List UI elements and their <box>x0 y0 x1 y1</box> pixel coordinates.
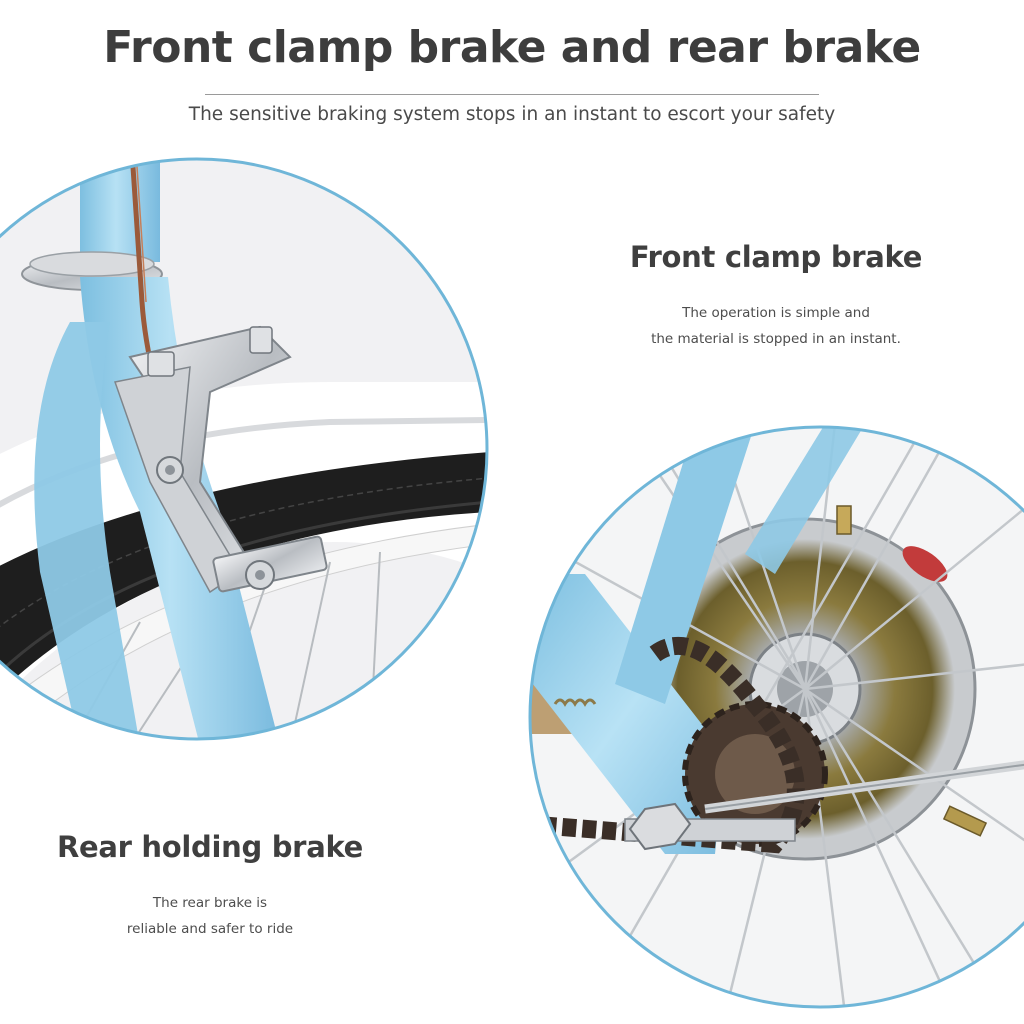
front-brake-title: Front clamp brake <box>629 240 923 274</box>
rear-brake-description-line-2: reliable and safer to ride <box>126 921 294 937</box>
rear-brake-description: The rear brake is reliable and safer to … <box>30 890 390 942</box>
rear-hub-brake-photo <box>528 425 1024 1009</box>
page-title: Front clamp brake and rear brake <box>103 22 921 73</box>
front-brake-description-line-2: the material is stopped in an instant. <box>651 331 901 347</box>
rear-brake-title: Rear holding brake <box>56 830 364 864</box>
front-brake-description-line-1: The operation is simple and <box>682 305 870 321</box>
front-brake-description: The operation is simple and the material… <box>600 300 952 352</box>
rear-brake-description-line-1: The rear brake is <box>152 895 268 911</box>
front-caliper-brake-photo <box>0 157 489 741</box>
title-divider <box>205 94 819 95</box>
page-subtitle: The sensitive braking system stops in an… <box>188 104 836 125</box>
